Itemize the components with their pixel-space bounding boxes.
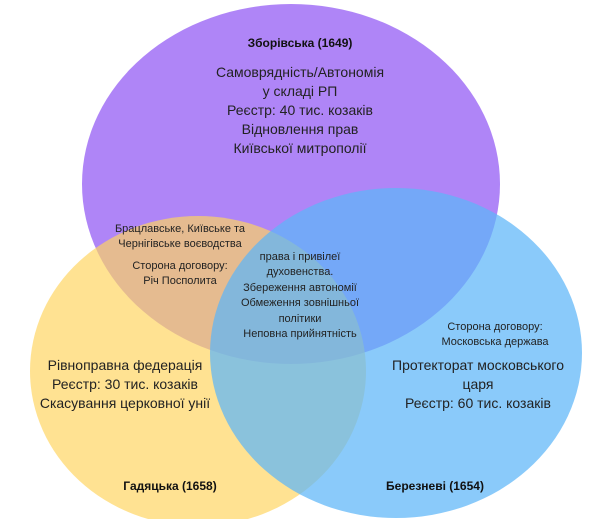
- set-text-hadiatska: Рівноправна федерація Реєстр: 30 тис. ко…: [39, 357, 211, 411]
- set-text-berezhnevi: Протекторат московського царя Реєстр: 60…: [392, 357, 564, 411]
- set-title-hadiatska: Гадяцька (1658): [123, 479, 217, 493]
- circle-berezhnevi: [210, 188, 582, 518]
- overlap-text-hadiatska-berezhnevi: Сторона договору: Московська держава: [441, 321, 549, 349]
- set-title-berezhnevi: Березневі (1654): [386, 479, 484, 493]
- overlap-text-zborivska-hadiatska: Брацлавське, Київське та Чернігівське во…: [114, 223, 246, 288]
- overlap-text-all-three: права і привілеї духовенства. Збереження…: [240, 251, 359, 340]
- set-text-zborivska: Самоврядність/Автономія у складі РП Реєс…: [215, 64, 385, 156]
- set-title-zborivska: Зборівська (1649): [247, 36, 353, 50]
